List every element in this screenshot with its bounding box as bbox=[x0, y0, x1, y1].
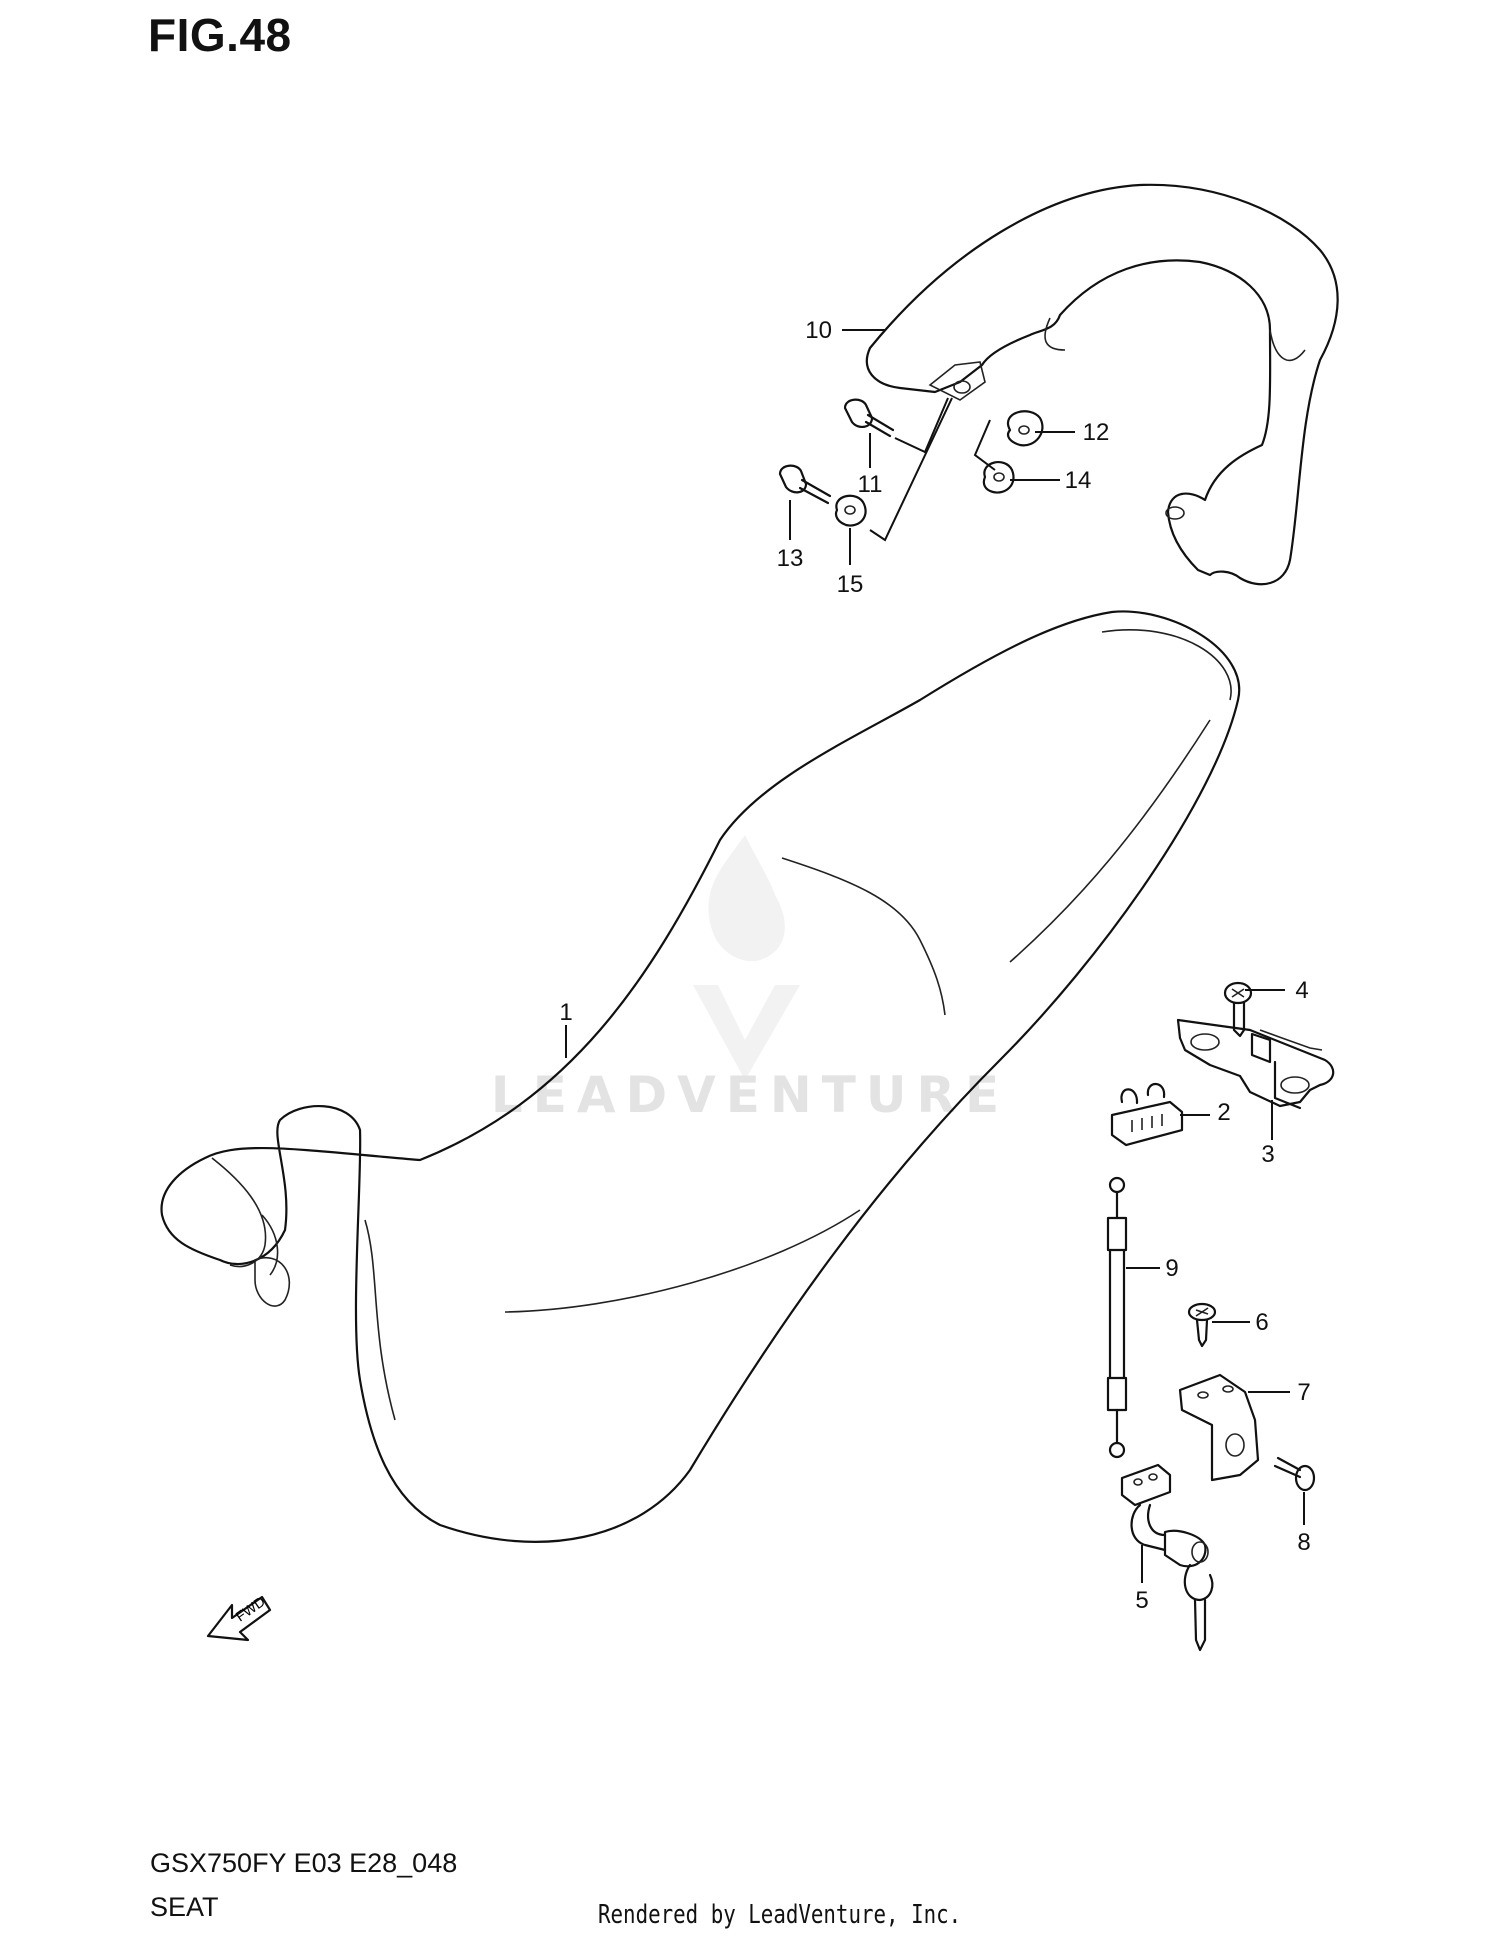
callout-3: 3 bbox=[1261, 1141, 1274, 1168]
watermark-text: LEADVENTURE bbox=[491, 1066, 1009, 1124]
bolt-11 bbox=[843, 398, 895, 438]
lock-cable-9 bbox=[1106, 1176, 1128, 1459]
screw-4 bbox=[1223, 981, 1253, 1038]
model-code: GSX750FY E03 E28_048 bbox=[150, 1848, 458, 1878]
callout-14: 14 bbox=[1065, 467, 1092, 494]
washer-15 bbox=[834, 494, 867, 527]
flame-logo-icon bbox=[693, 835, 800, 1080]
rendered-by-credit: Rendered by LeadVenture, Inc. bbox=[598, 1900, 962, 1930]
seat-part bbox=[160, 610, 1241, 1543]
washer-14 bbox=[982, 461, 1015, 494]
callouts: 1 2 3 4 5 6 7 8 9 10 11 12 13 13 14 15 bbox=[559, 317, 1310, 1614]
callout-11: 11 bbox=[858, 471, 883, 498]
leader-lines bbox=[565, 329, 1305, 1583]
watermark: LEADVENTURE bbox=[491, 835, 1009, 1124]
callout-15: 15 bbox=[837, 571, 864, 598]
key-lock-5 bbox=[1120, 1463, 1214, 1652]
callout-12: 12 bbox=[1083, 419, 1110, 446]
seat-lock-3 bbox=[1176, 1018, 1335, 1110]
grab-rail-part bbox=[865, 183, 1339, 586]
screw-6 bbox=[1187, 1302, 1217, 1348]
bolt-13 bbox=[778, 464, 832, 505]
bracket-7 bbox=[1178, 1373, 1260, 1482]
callout-4: 4 bbox=[1295, 977, 1308, 1004]
callout-2: 2 bbox=[1217, 1099, 1230, 1126]
callout-5: 5 bbox=[1135, 1587, 1148, 1614]
lock-cushion-2 bbox=[1110, 1082, 1184, 1147]
callout-1: 1 bbox=[559, 999, 572, 1026]
callout-6: 6 bbox=[1255, 1309, 1268, 1336]
screw-8 bbox=[1273, 1456, 1316, 1492]
fwd-arrow-icon: FWD bbox=[206, 1593, 272, 1642]
figure-title: FIG.48 bbox=[148, 9, 292, 61]
callout-8: 8 bbox=[1297, 1529, 1310, 1556]
callout-10: 10 bbox=[805, 317, 832, 344]
section-name: SEAT bbox=[150, 1892, 219, 1922]
callout-7: 7 bbox=[1297, 1379, 1310, 1406]
callout-9: 9 bbox=[1165, 1255, 1178, 1282]
washer-12 bbox=[1006, 410, 1044, 447]
callout-13-label: 13 bbox=[777, 545, 804, 572]
